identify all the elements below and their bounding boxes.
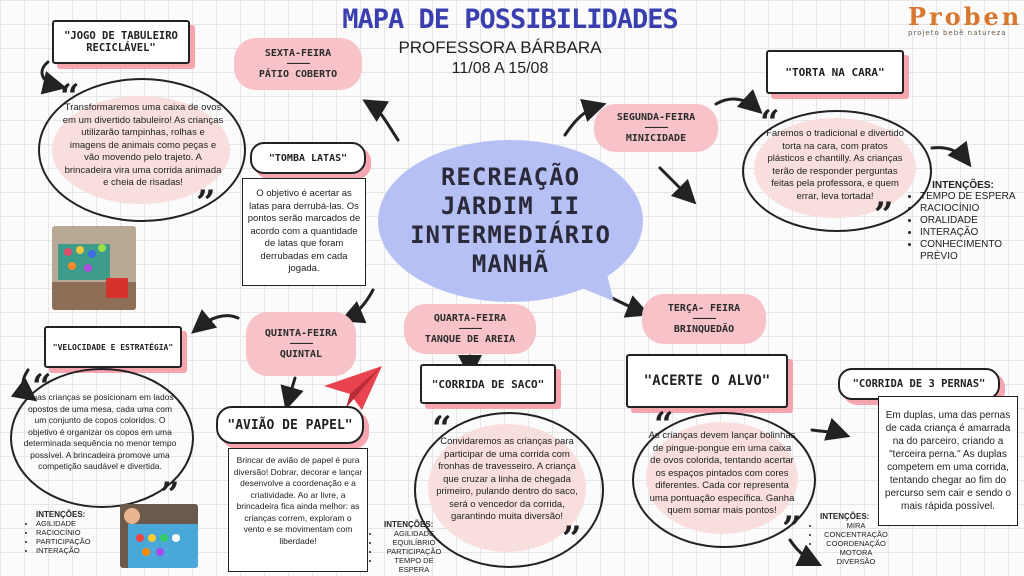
tag-sexta-feira: SEXTA-FEIRA—————PÁTIO COBERTO (234, 38, 362, 90)
intention-item: COORDENAÇÃO MOTORA (820, 539, 892, 557)
intention-item: TEMPO DE ESPERA (920, 191, 1018, 203)
quote-close-icon: ” (782, 509, 802, 549)
intention-item: EQUILÍBRIO (380, 538, 448, 547)
brand-logo: Proben projeto bebê natureza (908, 2, 1023, 48)
label-torta-na-cara: "TORTA NA CARA" (766, 50, 904, 94)
intention-item: INTERAÇÃO (920, 227, 1018, 239)
label-aviao-papel: "AVIÃO DE PAPEL" (216, 406, 364, 444)
intention-item: RACIOCÍNIO (920, 203, 1018, 215)
label-velocidade-estrategia: "VELOCIDADE E ESTRATÉGIA" (44, 326, 182, 368)
oval-saco-fill (428, 424, 586, 552)
arrow-alvo-to-pernas (810, 417, 851, 441)
arrow-bubble-down-right (658, 166, 697, 205)
oval-saco (414, 412, 604, 568)
intentions-list-saco: AGILIDADE EQUILÍBRIO PARTICIPAÇÃO TEMPO … (368, 529, 448, 574)
intentions-list-velocidade: AGILIDADE RACIOCÍNIO PARTICIPAÇÃO INTERA… (24, 519, 124, 555)
oval-tabuleiro-fill (52, 96, 230, 204)
arrow-to-segunda (563, 98, 607, 137)
photo-velocidade (120, 504, 198, 568)
text-tomba-latas: O objetivo é acertar as latas para derru… (247, 188, 361, 275)
arrow-to-terca (604, 293, 651, 318)
logo-tagline: projeto bebê natureza (908, 29, 1007, 37)
label-tomba-latas: "TOMBA LATAS" (250, 142, 366, 174)
paper-plane-icon (322, 364, 384, 412)
intention-item: INTERAÇÃO (36, 546, 124, 555)
intention-item: CONHECIMENTO PRÉVIO (920, 239, 1018, 263)
intentions-list-alvo: MIRA CONCENTRAÇÃO COORDENAÇÃO MOTORA DIV… (808, 521, 892, 566)
text-aviao: Brincar de avião de papel é pura diversã… (233, 455, 363, 546)
intention-item: MIRA (820, 521, 892, 530)
intention-item: TEMPO DE ESPERA (380, 556, 448, 574)
intentions-velocidade: INTENÇÕES: AGILIDADE RACIOCÍNIO PARTICIP… (24, 510, 124, 555)
tag-terca-feira: TERÇA- FEIRA—————BRINQUEDÃO (642, 294, 766, 344)
quote-close-icon: ” (562, 519, 582, 559)
teacher-name: PROFESSORA BÁRBARA (398, 38, 602, 57)
arrow-torta-intent (930, 140, 972, 168)
intention-item: ORALIDADE (920, 215, 1018, 227)
intentions-title: INTENÇÕES: (384, 520, 434, 529)
photo-tabuleiro (52, 226, 136, 310)
intentions-title: INTENÇÕES: (820, 512, 870, 521)
quote-open-icon: “ (654, 405, 674, 445)
text-alvo: As crianças devem lançar bolinhas de pin… (648, 430, 796, 516)
center-line-4: MANHÃ (471, 250, 550, 278)
intention-item: DIVERSÃO (820, 557, 892, 566)
arrow-to-quinta (339, 288, 375, 324)
tag-quinta-feira: QUINTA-FEIRA—————QUINTAL (246, 312, 356, 376)
arrow-alvo-intent (788, 538, 823, 567)
label-corrida-saco: "CORRIDA DE SACO" (420, 364, 556, 404)
tag-segunda-feira: SEGUNDA-FEIRA—————MINICIDADE (594, 104, 718, 152)
text-velocidade: Duas crianças se posicionam em lados opo… (23, 392, 177, 471)
center-line-2: JARDIM II (440, 192, 581, 220)
label-acerte-alvo: "ACERTE O ALVO" (626, 354, 788, 408)
intentions-saco: INTENÇÕES: AGILIDADE EQUILÍBRIO PARTICIP… (368, 520, 448, 574)
quote-close-icon: ” (874, 195, 894, 235)
arrow-quinta-to-aviao (280, 376, 304, 411)
text-3-pernas: Em duplas, uma das pernas de cada crianç… (884, 410, 1012, 512)
quote-open-icon: “ (60, 77, 80, 117)
quote-open-icon: “ (760, 103, 780, 143)
text-tabuleiro: Transformaremos uma caixa de ovos em um … (62, 102, 224, 188)
center-line-3: INTERMEDIÁRIO (410, 221, 611, 249)
intentions-title: INTENÇÕES: (36, 510, 86, 519)
intentions-list-torta: TEMPO DE ESPERA RACIOCÍNIO ORALIDADE INT… (908, 191, 1018, 263)
center-bubble: RECREAÇÃO JARDIM II INTERMEDIÁRIO MANHÃ (378, 140, 643, 302)
text-saco: Convidaremos as crianças para participar… (436, 436, 578, 522)
intentions-torta: INTENÇÕES: TEMPO DE ESPERA RACIOCÍNIO OR… (908, 180, 1018, 263)
intention-item: AGILIDADE (36, 519, 124, 528)
intention-item: RACIOCÍNIO (36, 528, 124, 537)
arrow-quinta-to-velocidade (191, 309, 240, 334)
oval-alvo-fill (646, 422, 798, 534)
box-aviao: Brincar de avião de papel é pura diversã… (228, 448, 368, 572)
tag-quarta-feira: QUARTA-FEIRA—————TANQUE DE AREIA (404, 304, 536, 354)
label-corrida-3-pernas: "CORRIDA DE 3 PERNAS" (838, 368, 1000, 400)
oval-tabuleiro (38, 78, 246, 222)
oval-torta-fill (754, 118, 916, 218)
box-tomba-latas: O objetivo é acertar as latas para derru… (242, 178, 366, 286)
logo-name: Proben (908, 2, 1023, 31)
arrow-to-sexta (362, 99, 400, 142)
arrow-to-tabuleiro (40, 60, 67, 95)
intention-item: PARTICIPAÇÃO (36, 537, 124, 546)
intention-item: AGILIDADE (380, 529, 448, 538)
date-range: 11/08 A 15/08 (451, 60, 549, 77)
oval-torta (742, 110, 932, 232)
page-title: MAPA DE POSSIBILIDADES (342, 4, 679, 35)
quote-close-icon: ” (160, 475, 180, 515)
text-torta: Faremos o tradicional e divertido torta … (766, 128, 904, 202)
intentions-title: INTENÇÕES: (932, 180, 994, 191)
box-3-pernas: Em duplas, uma das pernas de cada crianç… (878, 396, 1018, 526)
oval-alvo (632, 412, 816, 548)
arrow-segunda-to-torta (714, 89, 763, 115)
quote-open-icon: “ (32, 367, 52, 407)
intention-item: PARTICIPAÇÃO (380, 547, 448, 556)
intentions-alvo: INTENÇÕES: MIRA CONCENTRAÇÃO COORDENAÇÃO… (808, 512, 892, 566)
label-jogo-tabuleiro: "JOGO DE TABULEIRO RECICLÁVEL" (52, 20, 190, 64)
oval-velocidade (10, 368, 194, 508)
center-line-1: RECREAÇÃO (440, 163, 581, 191)
intention-item: CONCENTRAÇÃO (820, 530, 892, 539)
quote-close-icon: ” (196, 183, 216, 223)
quote-open-icon: “ (432, 409, 452, 449)
